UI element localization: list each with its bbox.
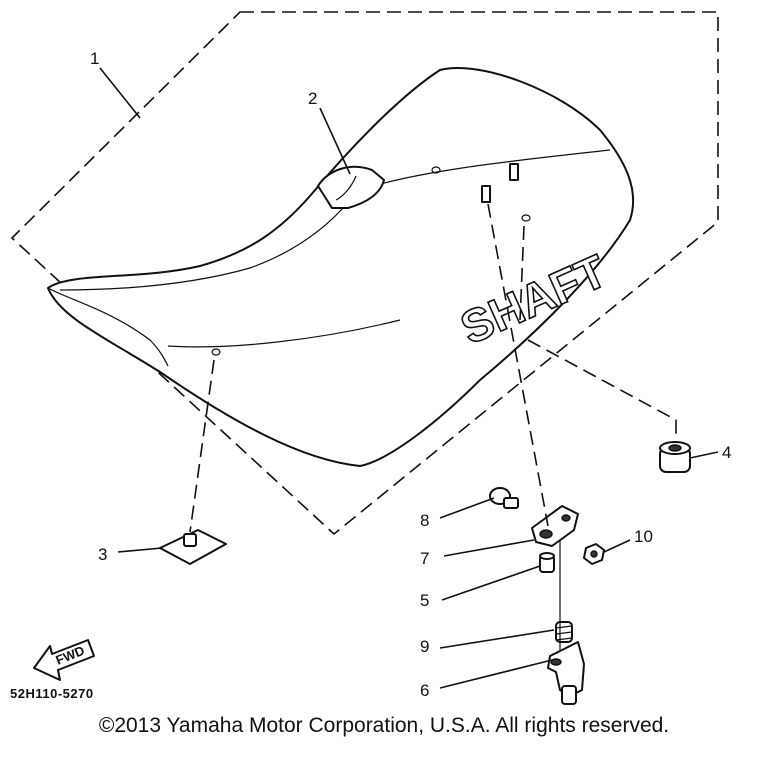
clip-nut [159,529,227,565]
seat-assembly: SHAFT [47,67,635,467]
assembly-line-damper [527,339,677,440]
leader-10 [603,539,631,553]
nut [583,543,605,565]
leader-5 [441,565,541,601]
callout-10: 10 [634,527,653,546]
callout-5: 5 [420,591,429,610]
assembly-line-rear-to-hook [519,225,525,321]
spring [555,621,573,643]
leader-6 [439,659,553,689]
seat-hole-top [431,166,441,174]
callout-3: 3 [98,545,107,564]
leader-1 [99,67,141,119]
seat-top-seam [59,199,351,291]
seat-studs [481,163,519,203]
seat-crown-line [359,149,611,191]
copyright-notice: ©2013 Yamaha Motor Corporation, U.S.A. A… [98,714,670,737]
leader-3 [117,547,163,553]
assembly-line-stud-to-hook [487,203,549,527]
leader-2 [319,107,351,175]
callout-2: 2 [308,89,317,108]
part-code: 52H110-5270 [10,686,94,701]
seat-front-edge [47,287,169,367]
callout-4: 4 [722,443,731,462]
damper [659,441,691,473]
assembly-line-hole-to-clip [189,359,215,533]
seat-body [47,67,635,467]
callout-9: 9 [420,637,429,656]
callout-7: 7 [420,549,429,568]
fwd-arrow-icon: FWD [33,639,95,681]
hook-plate [531,505,579,547]
leader-4 [689,451,719,459]
bolt [489,487,519,509]
callout-8: 8 [420,511,429,530]
callout-1: 1 [90,49,99,68]
seat-hole-rear [521,214,531,222]
collar [539,552,555,573]
callout-6: 6 [420,681,429,700]
lock-assembly [547,641,585,705]
seat-hole-front [211,348,221,356]
leader-8 [439,497,495,519]
seat-side-line [167,319,401,348]
leader-9 [439,629,555,649]
leader-7 [443,539,535,557]
seat-strap [317,165,385,209]
assembly-boundary [10,11,719,536]
